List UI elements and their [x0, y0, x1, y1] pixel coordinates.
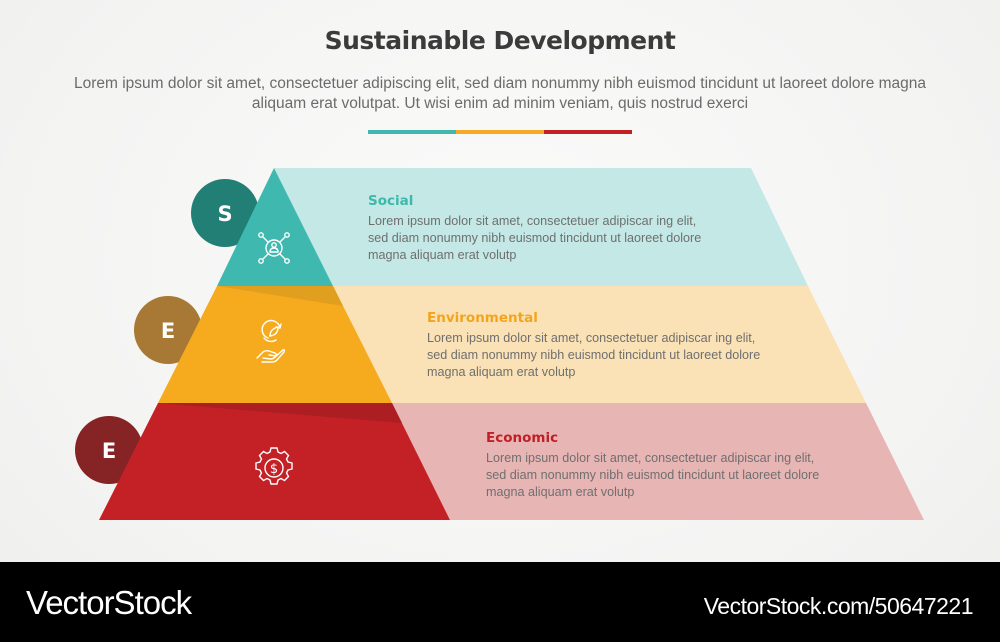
economic-trapezoid: [99, 403, 450, 520]
environmental-title: Environmental: [427, 310, 538, 326]
social-badge-circle: [191, 179, 259, 247]
pyramid-diagram: S E E $: [75, 168, 924, 520]
economic-band: [392, 403, 924, 520]
environmental-band: [333, 286, 866, 403]
economic-description: Lorem ipsum dolor sit amet, consectetuer…: [486, 451, 820, 499]
environmental-text-block: Environmental Lorem ipsum dolor sit amet…: [427, 310, 847, 381]
divider-segment-red: [544, 130, 632, 134]
footer-brand-logo: VectorStock: [26, 584, 192, 621]
divider-segment-teal: [368, 130, 456, 134]
economic-text-block: Economic Lorem ipsum dolor sit amet, con…: [486, 430, 906, 501]
economic-title: Economic: [486, 430, 559, 446]
gear-dollar-icon: $: [255, 447, 293, 485]
hand-leaf-recycle-icon: [256, 319, 286, 363]
environmental-description: Lorem ipsum dolor sit amet, consectetuer…: [427, 331, 761, 379]
social-band: [274, 168, 808, 286]
environmental-badge-circle: [134, 296, 202, 364]
page-subtitle: Lorem ipsum dolor sit amet, consectetuer…: [73, 75, 927, 112]
footer-image-id: VectorStock.com/50647221: [703, 593, 974, 619]
network-person-icon: [258, 232, 290, 264]
divider-segment-orange: [456, 130, 544, 134]
environmental-badge-letter: E: [161, 319, 175, 343]
social-triangle: [217, 168, 333, 286]
environmental-shadow: [217, 286, 343, 306]
page-title: Sustainable Development: [324, 26, 676, 55]
environmental-trapezoid: [158, 286, 392, 403]
social-badge-letter: S: [217, 202, 232, 226]
watermark-footer: VectorStock VectorStock.com/50647221: [0, 562, 1000, 642]
economic-badge-letter: E: [102, 439, 116, 463]
economic-shadow: [158, 403, 402, 423]
svg-text:$: $: [270, 462, 278, 477]
social-description: Lorem ipsum dolor sit amet, consectetuer…: [368, 214, 702, 262]
social-text-block: Social Lorem ipsum dolor sit amet, conse…: [368, 193, 788, 264]
social-title: Social: [368, 193, 414, 209]
